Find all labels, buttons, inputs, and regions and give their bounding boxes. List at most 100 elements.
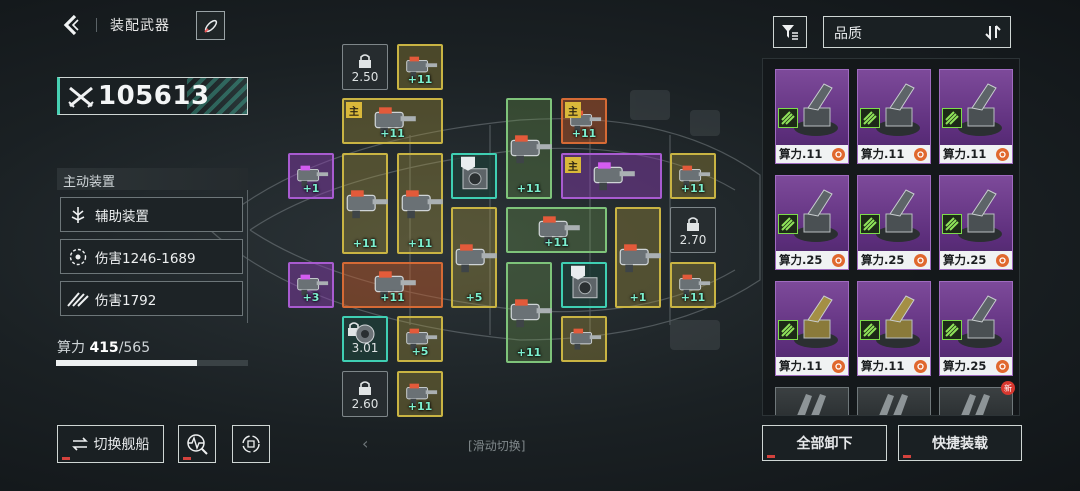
compute-label-text: 算力 [57, 340, 85, 356]
inventory-card[interactable]: 算力.25 [939, 175, 1013, 270]
equipment-slot[interactable]: +11 [506, 262, 552, 363]
main-weapon-badge: 主 [565, 157, 581, 173]
card-compute-label: 算力.25 [861, 253, 905, 267]
gear-icon [996, 359, 1009, 373]
equipment-slot[interactable]: +11 [342, 153, 388, 254]
sort-quality-select[interactable]: 品质 [823, 16, 1011, 48]
analyze-button[interactable] [178, 425, 216, 463]
inventory-card[interactable] [857, 387, 931, 415]
lock-icon [359, 381, 371, 395]
equipment-slot[interactable] [561, 262, 607, 308]
weapon-icon [401, 189, 443, 218]
weapon-icon [679, 165, 711, 187]
weapon-icon [455, 243, 497, 272]
inventory-card[interactable]: 算力.25 [939, 281, 1013, 376]
unequip-all-button[interactable]: 全部卸下 [762, 425, 887, 461]
inventory-card[interactable]: 算力.25 [775, 175, 849, 270]
equipment-slot[interactable] [451, 153, 497, 199]
turret-icon [876, 295, 920, 348]
weapon-category-icon [860, 214, 880, 234]
inventory-card[interactable]: 算力.11 [939, 69, 1013, 164]
inventory-card[interactable]: 算力.11 [775, 69, 849, 164]
gear-icon [832, 359, 845, 373]
device-row-damage[interactable]: 伤害1792 [60, 281, 243, 316]
weapon-category-icon [942, 320, 962, 340]
inventory-card[interactable]: 算力.25 [857, 175, 931, 270]
weapon-icon [406, 328, 438, 350]
card-compute-label: 算力.25 [779, 253, 823, 267]
equipment-slot[interactable]: 2.70 [670, 207, 716, 253]
combat-power-box: 105613 [57, 77, 248, 115]
equipment-slot[interactable]: +11 [342, 262, 443, 308]
turret-icon [876, 83, 920, 136]
equipment-slot[interactable]: 主+11 [561, 98, 607, 144]
device-row-text: 辅助装置 [95, 208, 149, 225]
corner-mark [903, 455, 911, 458]
main-weapon-badge: 主 [565, 102, 581, 118]
equipment-slot[interactable]: 3.01 [342, 316, 388, 362]
equipment-slot[interactable]: 2.60 [342, 371, 388, 417]
equipment-slot[interactable]: +11 [670, 262, 716, 308]
rocket-icon [203, 19, 217, 33]
switch-ship-button[interactable]: 切换舰船 [57, 425, 164, 463]
slot-level: +1 [302, 182, 320, 195]
weapon-icon [510, 298, 552, 327]
device-row-text: 伤害1246-1689 [95, 250, 196, 267]
card-footer: 算力.11 [776, 145, 848, 163]
pulse-search-icon [187, 434, 208, 455]
device-row-auxiliary[interactable]: 辅助装置 [60, 197, 243, 232]
chevron-left-icon [63, 14, 79, 36]
turret-icon [958, 83, 1002, 136]
compute-total: /565 [118, 340, 151, 356]
equipment-slot[interactable]: +11 [397, 371, 443, 417]
device-row-text: 伤害1792 [95, 292, 157, 309]
equipment-slot[interactable]: +11 [506, 207, 607, 253]
device-row-damage-range[interactable]: 伤害1246-1689 [60, 239, 243, 274]
turret-icon [876, 189, 920, 242]
inventory-card[interactable]: 算力.11 [857, 281, 931, 376]
weapon-category-icon [860, 320, 880, 340]
compute-progress-fill [56, 360, 198, 366]
equipment-slot[interactable]: +1 [288, 153, 334, 199]
gear-icon [832, 253, 845, 267]
inventory-card[interactable] [939, 387, 1013, 415]
weapon-icon [406, 56, 438, 78]
equipment-slot[interactable]: +11 [506, 98, 552, 199]
equipment-slot[interactable]: +5 [451, 207, 497, 308]
equipment-slot[interactable]: +3 [288, 262, 334, 308]
equipment-slot[interactable]: +1 [615, 207, 661, 308]
weapon-icon [619, 243, 661, 272]
recycle-button[interactable] [232, 425, 270, 463]
target-icon [67, 246, 89, 268]
main-weapon-badge: 主 [346, 102, 362, 118]
inventory-card[interactable]: 算力.11 [775, 281, 849, 376]
equipment-slot[interactable]: 2.50 [342, 44, 388, 90]
turret-icon [794, 189, 838, 242]
slot-level: +11 [516, 346, 542, 359]
ship-info-button[interactable] [196, 11, 225, 40]
filter-button[interactable] [773, 16, 807, 48]
swipe-left-arrow[interactable]: ‹ [362, 434, 369, 453]
equipment-slot[interactable]: +11 [397, 44, 443, 90]
card-footer: 算力.11 [940, 145, 1012, 163]
equipment-slot[interactable]: +5 [397, 316, 443, 362]
equipment-slot[interactable]: 主 [561, 153, 662, 199]
active-device-section-label: 主动装置 [57, 168, 248, 190]
combat-power-value: 105613 [98, 81, 210, 111]
equipment-slot[interactable]: 主+11 [342, 98, 443, 144]
inventory-card[interactable] [775, 387, 849, 415]
sort-toggle-icon [985, 25, 1001, 41]
equipment-slot[interactable]: +11 [397, 153, 443, 254]
shield-module-icon [355, 324, 375, 344]
equipment-slot[interactable]: +11 [670, 153, 716, 199]
turret-icon [961, 394, 990, 415]
quick-equip-button[interactable]: 快捷装载 [898, 425, 1022, 461]
back-button[interactable] [56, 10, 86, 40]
panel-rail [247, 190, 248, 323]
inventory-card[interactable]: 算力.11 [857, 69, 931, 164]
equipment-slot[interactable] [561, 316, 607, 362]
weapon-icon [510, 134, 552, 163]
weapon-icon [297, 274, 329, 296]
slot-level: +11 [544, 236, 569, 249]
